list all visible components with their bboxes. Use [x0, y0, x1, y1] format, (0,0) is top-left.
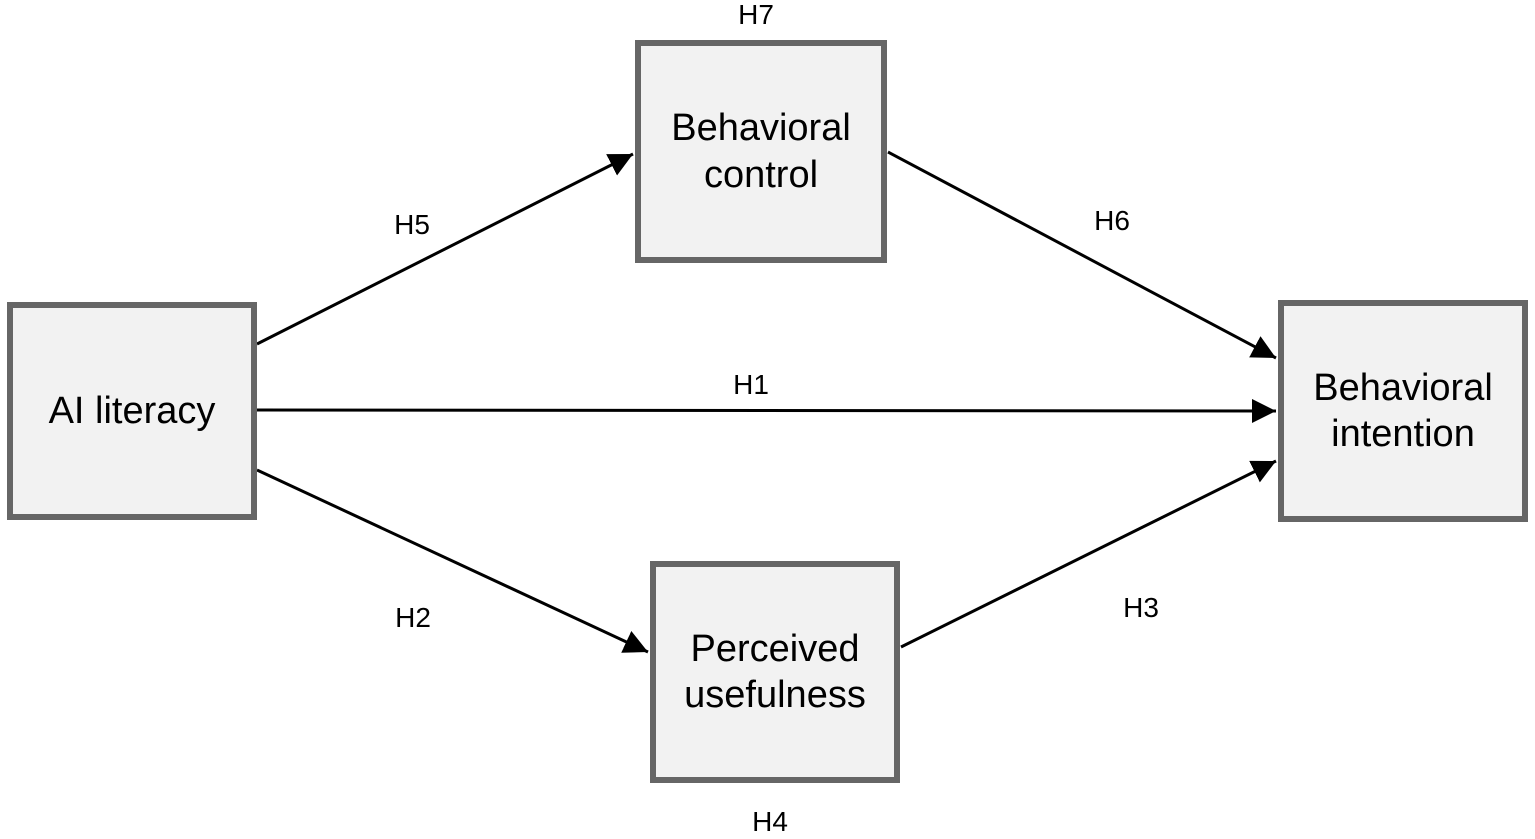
- hypothesis-label-h3: H3: [1123, 592, 1159, 623]
- arrow-h5-ai-literacy-to-behavioral-control: [256, 152, 634, 346]
- node-ai-literacy-label: AI literacy: [48, 389, 216, 432]
- arrow-h6-behavioral-control-to-behavioral-intention: [887, 150, 1277, 360]
- hypothesis-label-h7: H7: [738, 0, 774, 30]
- hypothesis-label-h1: H1: [733, 369, 769, 400]
- arrow-h3-perceived-usefulness-to-behavioral-intention: [900, 459, 1277, 649]
- hypothesis-label-h6: H6: [1094, 205, 1130, 236]
- node-behavioral-intention-label: Behavioral intention: [1313, 366, 1493, 455]
- hypothesis-label-h2: H2: [395, 602, 431, 633]
- node-ai-literacy: AI literacy: [7, 302, 257, 520]
- node-perceived-usefulness-label: Perceived usefulness: [684, 627, 866, 716]
- arrow-h2-ai-literacy-to-perceived-usefulness: [256, 468, 649, 654]
- hypothesis-label-h5: H5: [394, 209, 430, 240]
- node-behavioral-control: Behavioral control: [635, 40, 887, 263]
- arrow-h1-ai-literacy-to-behavioral-intention: [256, 398, 1277, 423]
- node-behavioral-control-label: Behavioral control: [671, 107, 851, 196]
- node-behavioral-intention: Behavioral intention: [1278, 300, 1528, 522]
- node-perceived-usefulness: Perceived usefulness: [650, 561, 900, 783]
- hypothesis-label-h4: H4: [752, 806, 788, 837]
